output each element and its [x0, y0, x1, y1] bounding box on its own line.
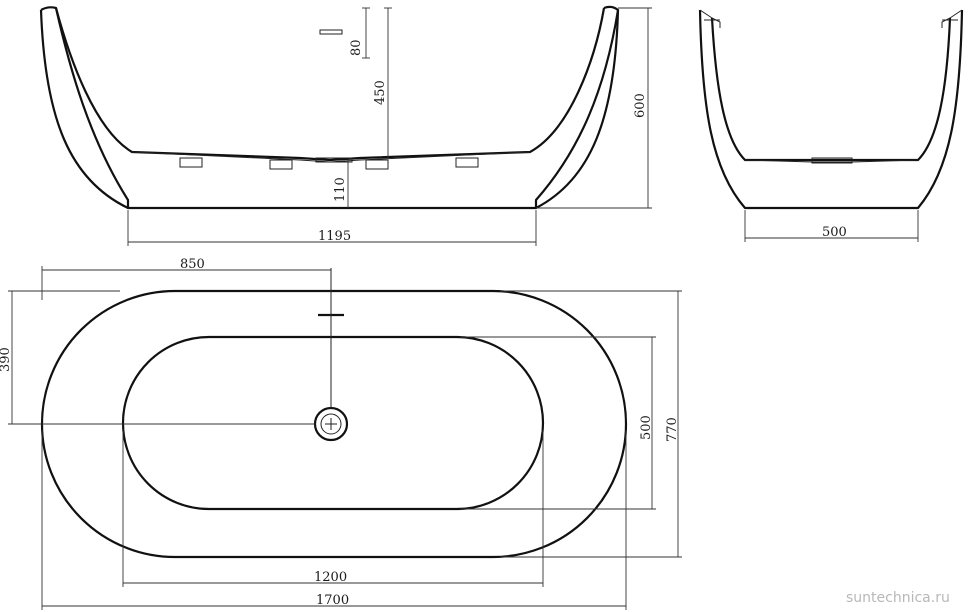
end-view-floor	[744, 159, 919, 163]
dim-label-base-height: 110	[333, 177, 348, 202]
dim-label-inner-width: 500	[639, 415, 654, 440]
side-view-foot-3	[365, 159, 389, 170]
dim-label-overflow: 80	[349, 39, 364, 56]
end-view-outer-shell	[698, 9, 964, 210]
top-view: 850 390 500 770 1200 1700	[0, 257, 682, 610]
top-view-drain-inner	[320, 413, 342, 435]
dim-label-outer-width: 770	[665, 417, 680, 442]
side-view-rim-right	[535, 9, 620, 209]
end-view-rim	[699, 9, 963, 28]
end-view-drain	[811, 157, 853, 164]
end-view: 500	[698, 9, 964, 242]
side-view-overflow	[319, 29, 343, 35]
end-view-inner-basin	[710, 17, 952, 162]
dim-label-outer-length: 1700	[316, 593, 349, 608]
side-view-foot-4	[455, 157, 479, 168]
dim-label-inner-depth: 450	[373, 80, 388, 105]
side-view-foot-2	[269, 159, 293, 170]
dim-label-total-height: 600	[633, 93, 648, 118]
side-view-foot-1	[179, 157, 203, 168]
dim-label-end-base: 500	[822, 225, 847, 240]
side-view-outer-shell	[40, 5, 620, 210]
side-view-drain	[315, 157, 353, 163]
side-view-inner-basin	[54, 7, 606, 162]
side-view: 80 450 110 600 1195	[39, 5, 652, 246]
top-view-inner-basin	[121, 335, 545, 511]
dim-label-drain-offset: 850	[180, 257, 205, 272]
dim-label-side-base: 1195	[318, 229, 351, 244]
dim-label-inner-length: 1200	[314, 570, 347, 585]
watermark: suntechnica.ru	[846, 590, 950, 606]
dim-label-drain-from-edge: 390	[0, 347, 13, 372]
side-view-rim-left	[39, 9, 129, 209]
